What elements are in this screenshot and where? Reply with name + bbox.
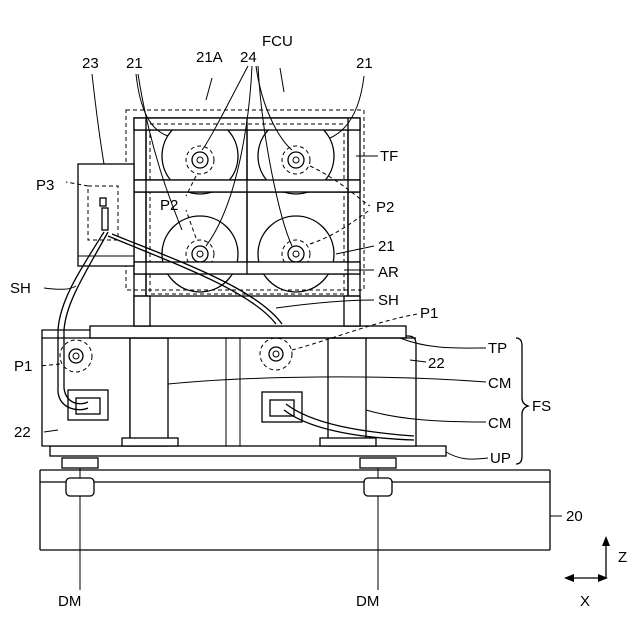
label-sh-left: SH <box>10 280 31 297</box>
label-ar: AR <box>378 264 399 281</box>
damper-mount-right <box>360 458 396 496</box>
label-21-top-right: 21 <box>356 55 373 72</box>
damper-mount-left <box>62 458 98 496</box>
lower-plate-up <box>50 446 446 456</box>
label-up: UP <box>490 450 511 467</box>
label-dm-left: DM <box>58 593 81 610</box>
label-21-mid: 21 <box>378 238 395 255</box>
label-sh-right: SH <box>378 292 399 309</box>
label-cm-lower: CM <box>488 415 511 432</box>
label-22-right: 22 <box>428 355 445 372</box>
axis-indicator <box>564 536 610 582</box>
label-21-top-left: 21 <box>126 55 143 72</box>
label-p1-right: P1 <box>420 305 438 322</box>
label-p3: P3 <box>36 177 54 194</box>
base-rail-20 <box>40 470 550 550</box>
fs-brace <box>516 338 528 464</box>
top-plate-tp <box>42 326 416 338</box>
label-tf: TF <box>380 148 398 165</box>
label-cm-upper: CM <box>488 375 511 392</box>
box-23 <box>78 164 134 266</box>
label-21a: 21A <box>196 49 223 66</box>
label-p1-left: P1 <box>14 358 32 375</box>
label-24: 24 <box>240 49 257 66</box>
label-fcu: FCU <box>262 33 293 50</box>
side-block-22-left <box>42 330 130 446</box>
label-23: 23 <box>82 55 99 72</box>
label-20: 20 <box>566 508 583 525</box>
reel-21-bottom-right <box>258 216 334 292</box>
label-22-left: 22 <box>14 424 31 441</box>
label-p2-right: P2 <box>376 199 394 216</box>
label-axis-z: Z <box>618 549 627 566</box>
label-p2-left: P2 <box>160 197 178 214</box>
column-cm-left <box>122 338 178 446</box>
side-block-22-right <box>360 336 416 446</box>
label-axis-x: X <box>580 593 590 610</box>
label-fs: FS <box>532 398 551 415</box>
reel-21-bottom-left <box>162 216 238 292</box>
label-dm-right: DM <box>356 593 379 610</box>
label-tp: TP <box>488 340 507 357</box>
port-p1-right <box>260 338 292 370</box>
connector-left <box>68 390 108 420</box>
